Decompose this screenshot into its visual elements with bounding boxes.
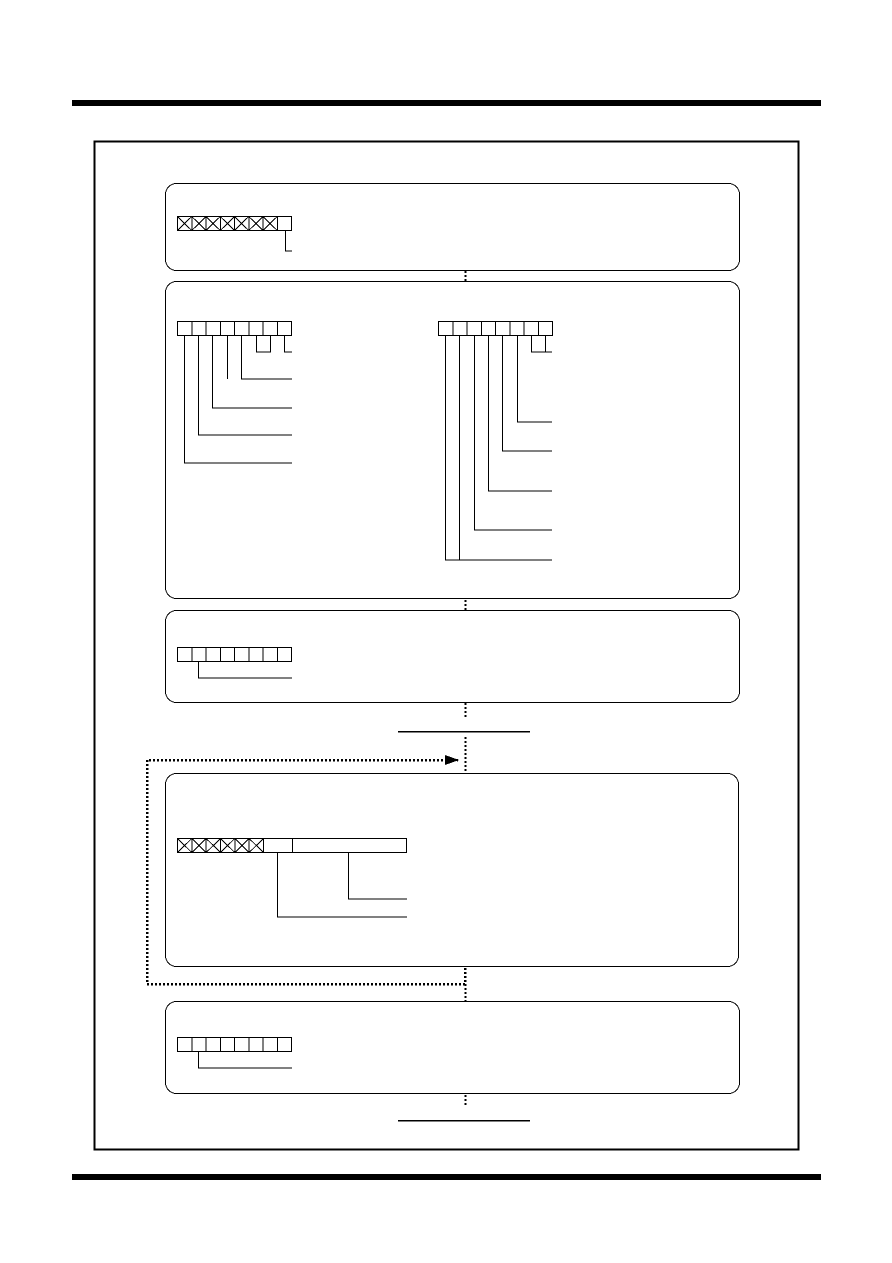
bit-cell <box>219 321 235 336</box>
panel-3-register <box>177 647 292 662</box>
bit-cell <box>205 647 221 662</box>
callout-line <box>277 853 407 918</box>
bit-cell <box>262 321 278 336</box>
callout-line <box>284 336 292 353</box>
bit-cell <box>262 647 278 662</box>
panel-2-register-b-callouts <box>445 336 552 561</box>
bit-cell <box>276 647 292 662</box>
outer-frame <box>93 140 800 1151</box>
bit-cell <box>234 321 250 336</box>
bit-cell <box>219 647 235 662</box>
bit-cell <box>205 1037 221 1052</box>
bit-cell <box>177 321 193 336</box>
bit-cell <box>219 1037 235 1052</box>
callout-line <box>502 336 552 452</box>
reserved-bit-cross <box>234 216 250 231</box>
reserved-bit-cross <box>262 216 278 231</box>
panel-2 <box>165 281 740 599</box>
panel-2-register-a <box>177 321 292 336</box>
callout-line <box>212 336 292 409</box>
bit-cell <box>248 1037 264 1052</box>
panel-1-register <box>177 216 292 231</box>
bit-cell <box>537 321 553 336</box>
bit-cell <box>262 1037 278 1052</box>
callout-line <box>517 336 552 423</box>
callout-line <box>488 336 552 492</box>
panel-3-box <box>165 610 740 703</box>
callout-line <box>531 336 546 353</box>
bit-cell <box>234 647 250 662</box>
reserved-bit-cross <box>205 216 221 231</box>
panel-1-callout <box>285 231 292 252</box>
bit-cell <box>177 647 193 662</box>
panel-1 <box>165 183 740 271</box>
panel-4-multi-bit-field <box>292 838 407 853</box>
panel-2-register-a-callouts <box>184 336 292 464</box>
panel-4-single-bit-field <box>263 838 293 853</box>
bit-cell <box>191 1037 207 1052</box>
panel-5 <box>165 1001 740 1094</box>
reserved-bit-cross <box>219 216 235 231</box>
bit-cell <box>248 647 264 662</box>
bit-cell <box>191 647 207 662</box>
panel-2-register-b <box>438 321 553 336</box>
bit-cell <box>205 321 221 336</box>
panel-1-box <box>165 183 740 271</box>
loop-arrow <box>145 755 467 986</box>
bit-cell <box>495 321 511 336</box>
bit-cell <box>191 321 207 336</box>
bit-cell <box>276 216 292 231</box>
panel-3 <box>165 610 740 703</box>
callout-line <box>256 336 271 353</box>
panel-5-register <box>177 1037 292 1052</box>
panel-4-box <box>165 773 739 967</box>
reserved-bit-cross <box>220 838 236 853</box>
callout-line <box>184 336 292 464</box>
callout-line <box>474 336 552 531</box>
panel-5-box <box>165 1001 740 1094</box>
panel-4 <box>165 773 739 967</box>
reserved-bit-cross <box>205 838 221 853</box>
reserved-bit-cross <box>234 838 250 853</box>
reserved-bit-cross <box>191 838 207 853</box>
bit-cell <box>276 321 292 336</box>
bit-cell <box>438 321 454 336</box>
bit-cell <box>234 1037 250 1052</box>
reserved-bit-cross <box>248 216 264 231</box>
panel-5-callout <box>198 1052 292 1069</box>
bit-cell <box>452 321 468 336</box>
bit-cell <box>509 321 525 336</box>
bit-cell <box>480 321 496 336</box>
panel-3-callout <box>198 662 292 679</box>
footer-rule <box>72 1174 821 1180</box>
callout-line <box>445 336 552 561</box>
callout-line <box>198 336 292 436</box>
reserved-bit-cross <box>248 838 264 853</box>
bit-cell <box>466 321 482 336</box>
header-rule <box>72 100 821 106</box>
callout-line <box>348 853 407 900</box>
bit-cell <box>276 1037 292 1052</box>
reserved-bit-cross <box>177 838 193 853</box>
bit-cell <box>248 321 264 336</box>
panel-2-box <box>165 281 740 599</box>
callout-line <box>241 336 292 380</box>
reserved-bit-cross <box>191 216 207 231</box>
reserved-bit-cross <box>177 216 193 231</box>
bit-cell <box>177 1037 193 1052</box>
panel-4-register <box>177 838 264 853</box>
bit-cell <box>523 321 539 336</box>
